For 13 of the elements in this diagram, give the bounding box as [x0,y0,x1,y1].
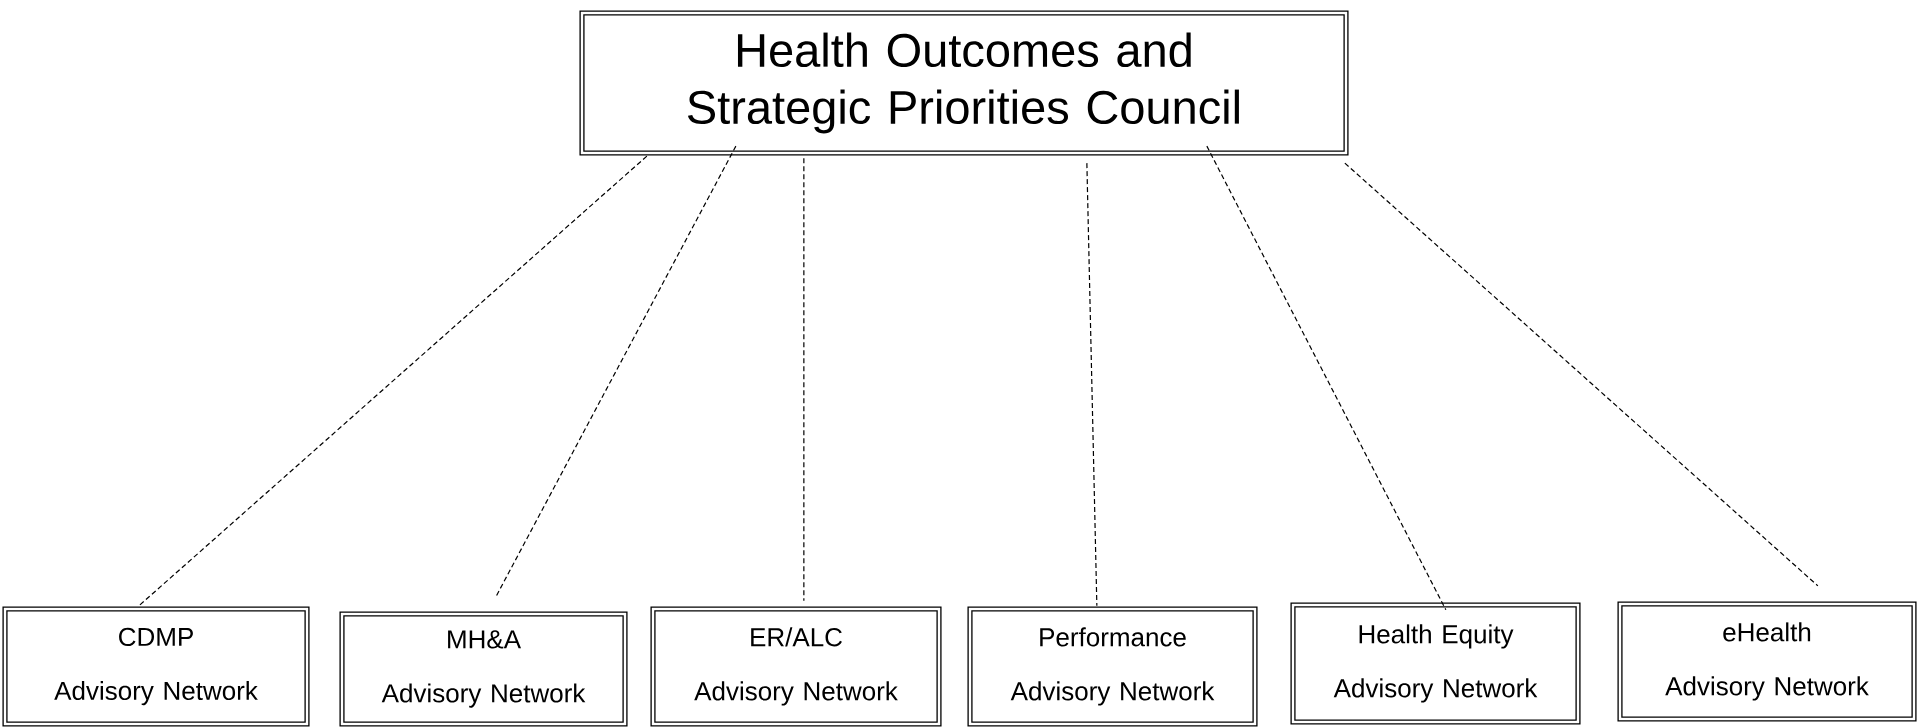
dashed-line [1344,162,1819,587]
dashed-line [1206,145,1447,611]
network-box: eHealth Advisory Network [1617,601,1917,722]
dashed-line [495,145,737,598]
network-box: CDMP Advisory Network [2,606,310,727]
council-box: Health Outcomes and Strategic Priorities Council [579,10,1349,156]
dashed-line [1086,162,1098,607]
network-box: Health Equity Advisory Network [1290,602,1581,725]
dashed-line [138,155,648,607]
network-box: MH&A Advisory Network [339,611,628,727]
network-box: ER/ALC Advisory Network [650,606,942,727]
dashed-line [803,157,805,602]
network-box: Performance Advisory Network [967,606,1258,727]
